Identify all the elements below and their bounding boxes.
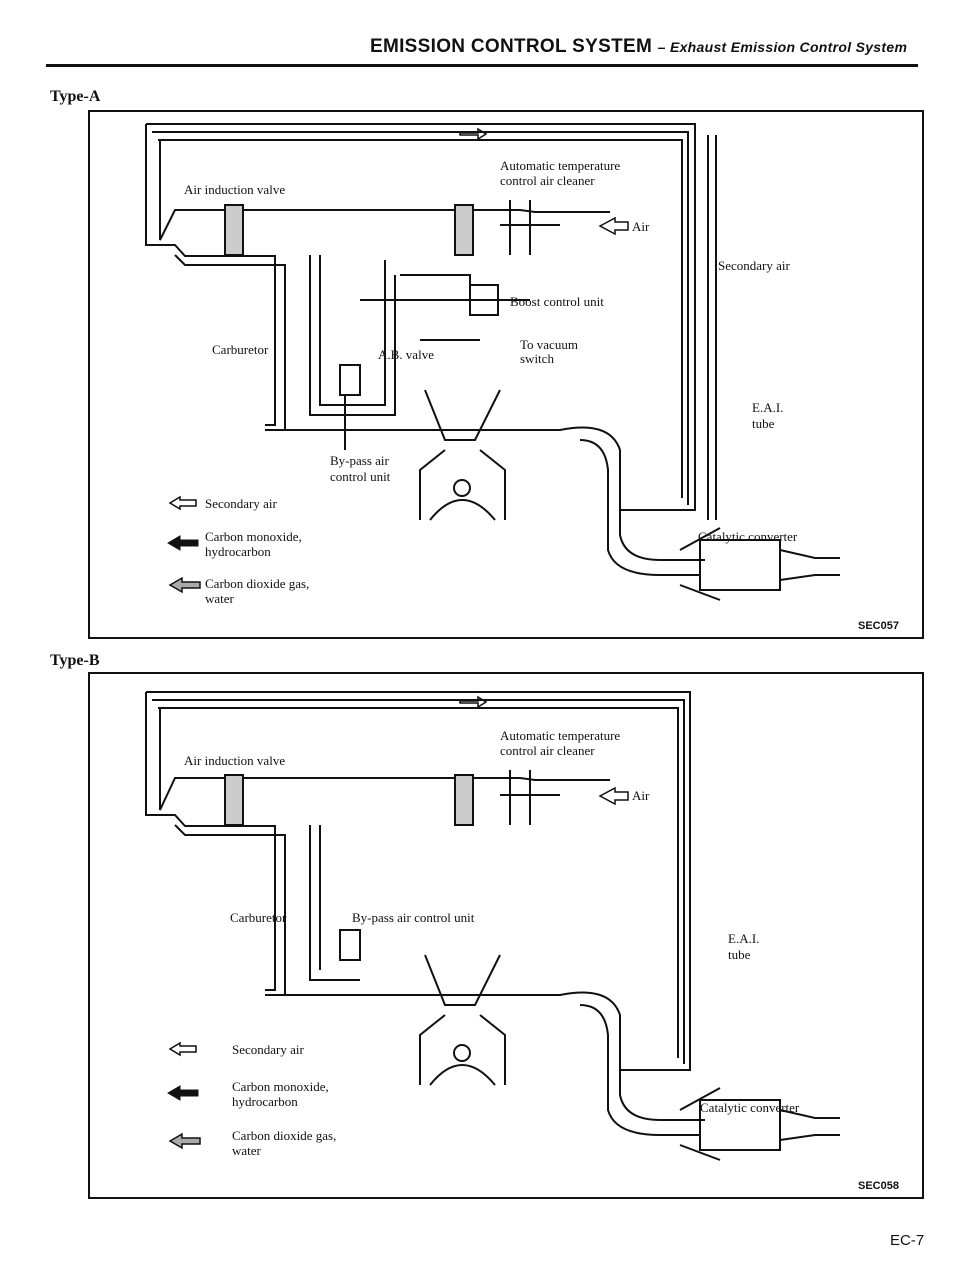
label-air: Air	[632, 219, 650, 234]
legend-co-2: hydrocarbon	[205, 544, 271, 559]
legend-co2-1: Carbon dioxide gas,	[205, 576, 310, 591]
label-air-induction-valve: Air induction valve	[184, 753, 286, 768]
figure-code-a: SEC057	[858, 620, 899, 632]
secondary-air-arrow-icon	[168, 495, 197, 511]
header-rule	[46, 64, 918, 67]
legend-co-1: Carbon monoxide,	[232, 1079, 329, 1094]
label-eai-1: E.A.I.	[728, 931, 760, 946]
type-b-label: Type-B	[50, 652, 100, 669]
label-air-induction-valve: Air induction valve	[184, 182, 286, 197]
label-eai-2: tube	[728, 947, 751, 962]
label-eai-2: tube	[752, 416, 775, 431]
carbon-dioxide-arrow-icon	[168, 1132, 201, 1150]
type-a-diagram-frame	[88, 110, 924, 639]
label-to-vacuum-2: switch	[520, 351, 554, 366]
legend-co-1: Carbon monoxide,	[205, 529, 302, 544]
label-bypass-2: control unit	[330, 469, 391, 484]
type-b-diagram	[145, 691, 840, 1161]
page-header: EMISSION CONTROL SYSTEM – Exhaust Emissi…	[370, 36, 907, 58]
label-secondary-air: Secondary air	[718, 258, 790, 273]
type-b-diagram-frame	[88, 672, 924, 1199]
carbon-monoxide-arrow-icon	[167, 1085, 199, 1101]
label-to-vacuum-1: To vacuum	[520, 337, 578, 352]
legend-secondary-air: Secondary air	[232, 1042, 304, 1057]
type-a-label: Type-A	[50, 88, 101, 105]
legend-co2-2: water	[205, 591, 234, 606]
label-carburetor: Carburetor	[230, 910, 287, 925]
type-b-legend-icons	[167, 1041, 201, 1150]
label-air-cleaner-2: control air cleaner	[500, 173, 595, 188]
secondary-air-arrow-icon	[168, 1041, 197, 1057]
header-subtitle: – Exhaust Emission Control System	[657, 39, 908, 55]
label-carburetor: Carburetor	[212, 342, 269, 357]
carbon-monoxide-arrow-icon	[167, 535, 199, 551]
legend-co2-1: Carbon dioxide gas,	[232, 1128, 337, 1143]
carbon-dioxide-arrow-icon	[168, 576, 201, 594]
label-eai-1: E.A.I.	[752, 400, 784, 415]
type-a-diagram	[145, 123, 840, 601]
label-bypass: By-pass air control unit	[352, 910, 475, 925]
label-air-cleaner-1: Automatic temperature	[500, 158, 621, 173]
header-title: EMISSION CONTROL SYSTEM	[370, 36, 653, 57]
type-a-legend-icons	[167, 495, 201, 594]
label-boost-control-unit: Boost control unit	[510, 294, 604, 309]
label-catalytic-converter: Catalytic converter	[698, 529, 798, 544]
label-ab-valve: A.B. valve	[378, 347, 434, 362]
label-air-cleaner-2: control air cleaner	[500, 743, 595, 758]
legend-secondary-air: Secondary air	[205, 496, 277, 511]
figure-code-b: SEC058	[858, 1180, 899, 1192]
label-air-cleaner-1: Automatic temperature	[500, 728, 621, 743]
legend-co2-2: water	[232, 1143, 261, 1158]
label-air: Air	[632, 788, 650, 803]
legend-co-2: hydrocarbon	[232, 1094, 298, 1109]
page-number: EC-7	[890, 1232, 925, 1249]
label-catalytic-converter: Catalytic converter	[700, 1100, 800, 1115]
label-bypass-1: By-pass air	[330, 453, 389, 468]
